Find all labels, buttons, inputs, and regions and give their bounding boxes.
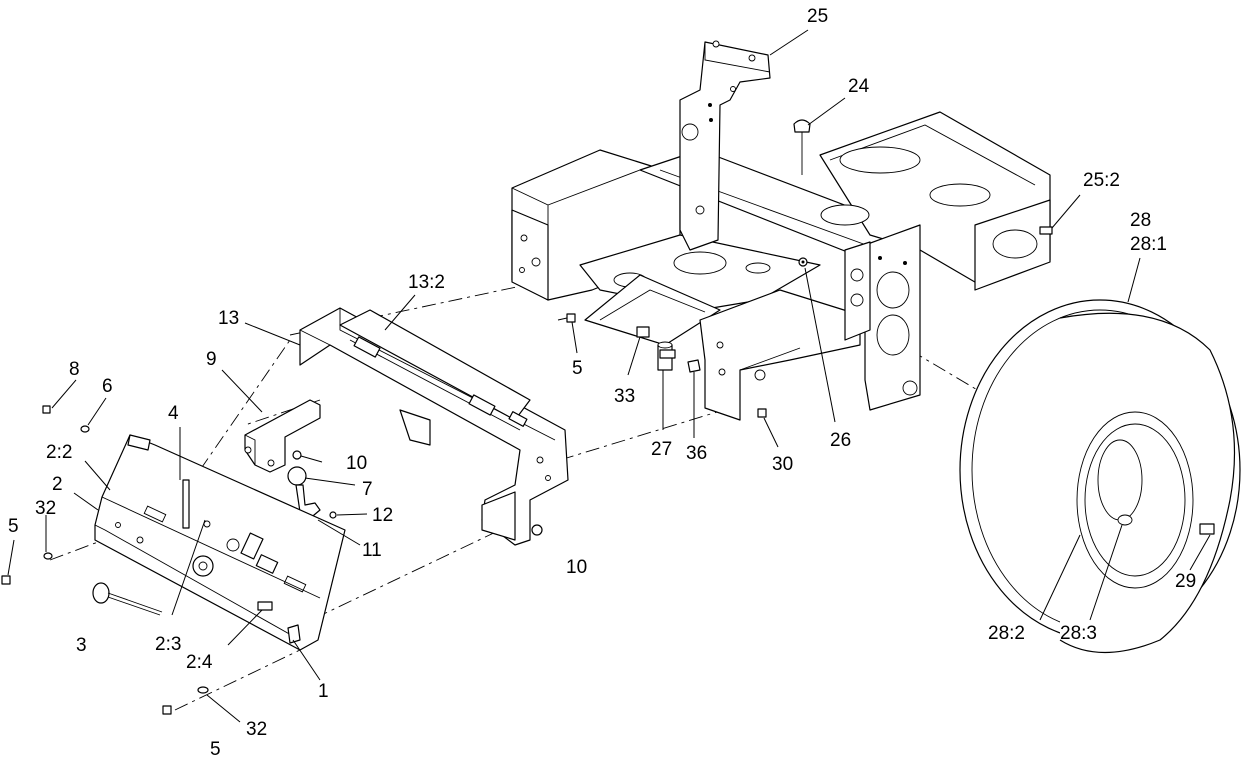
bolt-5-frame (557, 313, 576, 323)
callout-26: 26 (830, 430, 851, 451)
bumper-knob (793, 119, 811, 175)
callout-24: 24 (848, 76, 870, 97)
callout-1: 1 (318, 681, 329, 702)
callout-12: 12 (372, 505, 393, 526)
small-hardware-left (1, 405, 209, 715)
callout-5a: 5 (8, 516, 19, 537)
callout-32b: 32 (246, 719, 267, 740)
callout-13: 13 (218, 308, 239, 329)
callout-10b: 10 (566, 557, 587, 578)
callout-labels: 25 24 25:2 28 28:1 13:2 13 9 8 6 4 2:2 2… (8, 6, 1196, 758)
callout-33: 33 (614, 386, 635, 407)
hardware-cluster (636, 326, 701, 373)
callout-7: 7 (362, 479, 373, 500)
bolt-30 (757, 408, 767, 418)
tire-wheel (959, 299, 1241, 653)
tower-bracket (679, 40, 771, 251)
callout-6: 6 (102, 376, 113, 397)
callout-27: 27 (651, 439, 672, 460)
callout-2-4: 2:4 (186, 652, 213, 673)
callout-9: 9 (206, 349, 217, 370)
callout-25-2: 25:2 (1083, 170, 1120, 191)
callout-29: 29 (1175, 571, 1196, 592)
callout-13-2: 13:2 (408, 272, 445, 293)
leader-lines (7, 29, 1211, 723)
callout-28: 28 (1130, 210, 1151, 231)
callout-5b: 5 (210, 739, 221, 758)
callout-28-3: 28:3 (1060, 623, 1097, 644)
callout-2-2: 2:2 (46, 442, 72, 463)
callout-28-2: 28:2 (988, 623, 1025, 644)
callout-30: 30 (772, 454, 793, 475)
callout-11: 11 (362, 540, 382, 561)
main-frame (511, 111, 1051, 421)
callout-8: 8 (69, 359, 80, 380)
callout-2-3: 2:3 (155, 634, 181, 655)
callout-36: 36 (686, 443, 707, 464)
callout-4: 4 (168, 403, 179, 424)
nuts-10 (292, 450, 543, 536)
callout-5c: 5 (572, 358, 583, 379)
callout-2: 2 (52, 474, 63, 495)
decal-25-2 (1039, 226, 1053, 235)
bracket-9 (244, 399, 321, 473)
cross-member (299, 307, 569, 546)
choke-knob (92, 582, 163, 616)
callout-3: 3 (76, 635, 87, 656)
callout-32a: 32 (35, 498, 56, 519)
control-panel (94, 434, 346, 651)
callout-28-1: 28:1 (1130, 234, 1167, 255)
nut-26 (798, 257, 808, 267)
callout-10a: 10 (346, 453, 367, 474)
callout-25: 25 (807, 6, 828, 27)
